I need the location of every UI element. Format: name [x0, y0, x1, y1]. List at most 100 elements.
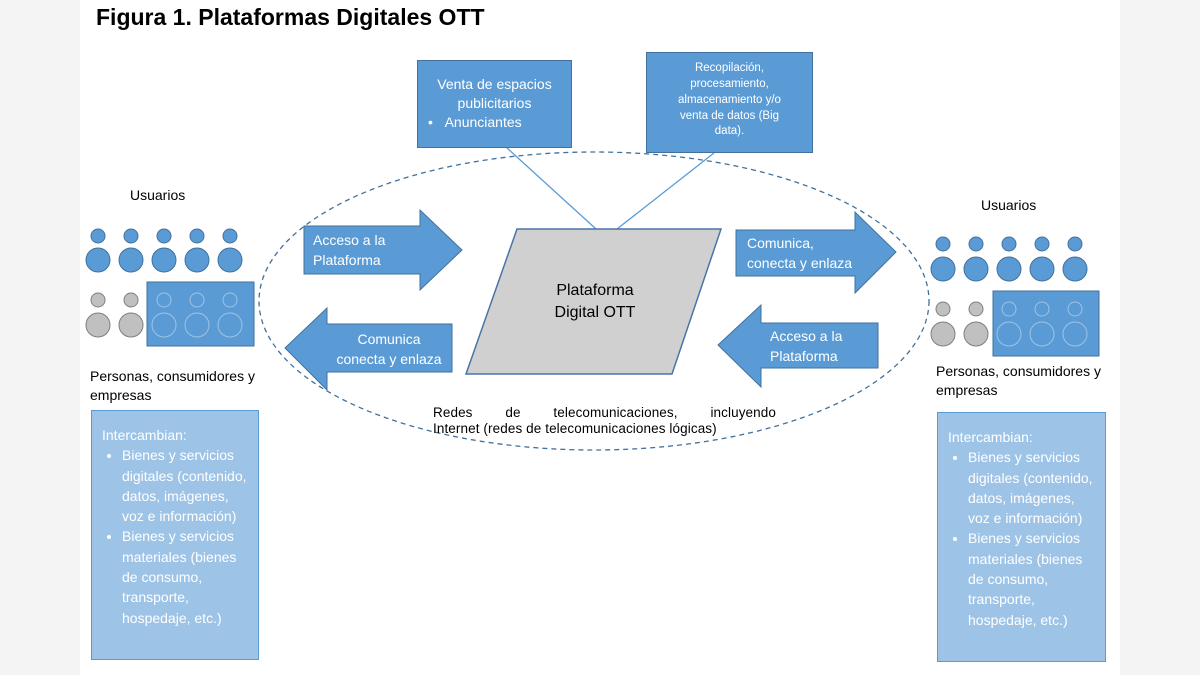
exchange-list: Bienes y servicios digitales (contenido,…: [948, 447, 1097, 630]
figure-title: Figura 1. Plataformas Digitales OTT: [96, 4, 485, 30]
big-data-box: Recopilación, procesamiento, almacenamie…: [646, 52, 813, 153]
ad-box-bullet-text: Anunciantes: [444, 113, 522, 130]
org-person-body: [184, 312, 210, 338]
person-head: [1001, 236, 1017, 252]
org-person-head: [1034, 301, 1050, 317]
org-person-head: [222, 292, 238, 308]
network-caption-line1: Redes de telecomunicaciones, incluyendo: [433, 405, 776, 420]
data-box-line: venta de datos (Big: [679, 109, 780, 122]
left-exchange-box: Intercambian: Bienes y servicios digital…: [91, 410, 259, 660]
exchange-title: Intercambian:: [948, 429, 1033, 445]
person-body: [930, 321, 956, 347]
arrow-left-in: [303, 208, 463, 292]
arrow-label-line: Plataforma: [770, 347, 838, 364]
org-person-head: [156, 292, 172, 308]
person-head: [968, 301, 984, 317]
ads-connector-line: [506, 147, 597, 230]
exchange-title: Intercambian:: [102, 427, 187, 443]
data-box-line: Recopilación,: [694, 62, 765, 74]
arrow-label-line: conecta y enlaza: [747, 254, 853, 271]
arrow-label-line: Acceso a la: [313, 232, 386, 248]
right-exchange-box: Intercambian: Bienes y servicios digital…: [937, 412, 1106, 662]
person-head: [222, 228, 238, 244]
person-body: [996, 256, 1022, 282]
org-person-head: [189, 292, 205, 308]
left-caption-line2: empresas: [90, 386, 152, 403]
arrow-left-out: [284, 306, 453, 392]
ad-box-line2: publicitarios: [457, 94, 532, 111]
arrow-right-out: [735, 210, 897, 295]
org-person-head: [1001, 301, 1017, 317]
right-caption: Personas, consumidores y empresas: [936, 362, 1101, 400]
left-caption: Personas, consumidores y empresas: [90, 367, 255, 405]
person-body: [118, 312, 144, 338]
person-head: [1067, 236, 1083, 252]
ad-sales-box: Venta de espacios publicitarios • Anunci…: [417, 60, 572, 148]
person-body: [1029, 256, 1055, 282]
person-head: [935, 301, 951, 317]
exchange-item: Bienes y servicios digitales (contenido,…: [968, 447, 1097, 528]
person-body: [118, 247, 144, 273]
person-head: [156, 228, 172, 244]
left-margin-band: [0, 0, 80, 675]
right-users-label: Usuarios: [981, 197, 1037, 213]
org-person-body: [217, 312, 243, 338]
person-body: [930, 256, 956, 282]
data-connector-line: [616, 152, 715, 230]
person-head: [968, 236, 984, 252]
exchange-item: Bienes y servicios digitales (contenido,…: [122, 445, 250, 526]
right-caption-line2: empresas: [936, 381, 998, 398]
person-body: [85, 312, 111, 338]
person-body: [963, 321, 989, 347]
left-users-group: [85, 228, 255, 347]
platform-line1: Plataforma: [556, 282, 634, 299]
exchange-list: Bienes y servicios digitales (contenido,…: [102, 445, 250, 628]
platform-parallelogram: [464, 228, 723, 375]
network-ellipse: [258, 151, 930, 451]
person-head: [935, 236, 951, 252]
person-head: [90, 292, 106, 308]
arrow-label-line: Comunica: [357, 331, 421, 347]
arrow-label-line: conecta y enlaza: [336, 350, 442, 367]
right-caption-line1: Personas, consumidores y: [936, 363, 1101, 379]
person-body: [85, 247, 111, 273]
platform-line2: Digital OTT: [554, 303, 636, 321]
person-head: [1034, 236, 1050, 252]
arrow-left-in-label: Acceso a la Plataforma: [313, 231, 385, 270]
org-person-body: [996, 321, 1022, 347]
arrow-label-line: Comunica,: [747, 235, 814, 251]
person-head: [123, 292, 139, 308]
exchange-item: Bienes y servicios materiales (bienes de…: [968, 528, 1097, 629]
data-box-line: almacenamiento y/o: [678, 93, 781, 106]
arrow-label-line: Plataforma: [313, 251, 381, 268]
right-margin-band: [1120, 0, 1200, 675]
person-body: [184, 247, 210, 273]
org-person-body: [1062, 321, 1088, 347]
data-box-line: data).: [714, 125, 745, 138]
data-box-line: procesamiento,: [690, 77, 769, 90]
arrow-right-out-label: Comunica, conecta y enlaza: [747, 234, 852, 273]
arrow-right-in: [717, 303, 879, 389]
org-person-body: [151, 312, 177, 338]
person-head: [90, 228, 106, 244]
ad-box-bullet: • Anunciantes: [428, 113, 522, 130]
arrow-right-in-label: Acceso a la Plataforma: [770, 327, 842, 366]
person-head: [189, 228, 205, 244]
network-caption: Redes de telecomunicaciones, incluyendo …: [433, 405, 776, 437]
left-users-label: Usuarios: [130, 187, 186, 203]
person-body: [963, 256, 989, 282]
arrow-left-out-label: Comunica conecta y enlaza: [333, 330, 445, 369]
ad-box-line1: Venta de espacios: [437, 76, 552, 92]
exchange-item: Bienes y servicios materiales (bienes de…: [122, 526, 250, 627]
right-users-group: [930, 236, 1100, 357]
org-person-head: [1067, 301, 1083, 317]
platform-label: Plataforma Digital OTT: [520, 280, 670, 323]
person-body: [217, 247, 243, 273]
person-body: [151, 247, 177, 273]
arrow-label-line: Acceso a la: [770, 328, 843, 344]
network-caption-line2: Internet (redes de telecomunicaciones ló…: [433, 421, 717, 437]
org-person-body: [1029, 321, 1055, 347]
person-head: [123, 228, 139, 244]
person-body: [1062, 256, 1088, 282]
